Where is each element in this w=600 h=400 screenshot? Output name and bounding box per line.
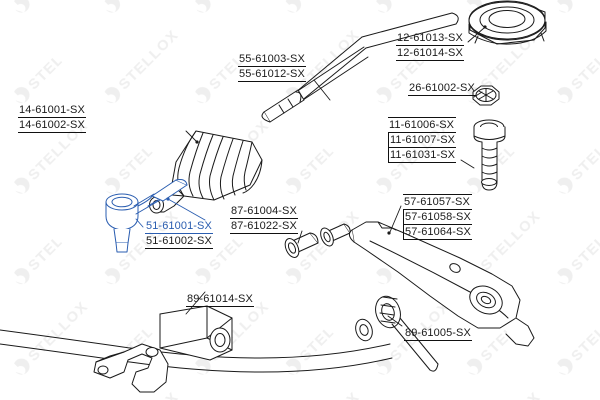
part-number-text: 51-61002-SX xyxy=(145,235,213,249)
part-number-text: 55-61003-SX xyxy=(238,53,306,67)
part-number-text: 14-61001-SX xyxy=(18,104,86,118)
part-number-text: 57-61058-SX xyxy=(403,210,472,225)
part-number-text: 57-61064-SX xyxy=(403,225,472,240)
part-label-89-61005-sx[interactable]: 89-61005-SX xyxy=(404,326,472,341)
part-label-11-61006-sx[interactable]: 11-61006-SX 11-61007-SX 11-61031-SX xyxy=(388,117,457,163)
part-number-text: 89-61014-SX xyxy=(186,293,254,307)
part-label-51-61001-sx-selected[interactable]: 51-61001-SX 51-61002-SX xyxy=(145,219,213,249)
part-label-12-61013-sx[interactable]: 12-61013-SX 12-61014-SX xyxy=(396,31,464,61)
part-number-text: 26-61002-SX xyxy=(408,82,476,96)
part-number-text: 12-61013-SX xyxy=(396,32,464,46)
part-number-text: 11-61006-SX xyxy=(388,119,457,133)
part-label-57-61057-sx[interactable]: 57-61057-SX 57-61058-SX 57-61064-SX xyxy=(403,194,472,240)
part-label-89-61014-sx[interactable]: 89-61014-SX xyxy=(186,292,254,307)
part-number-text: 55-61012-SX xyxy=(238,68,306,82)
part-number-text: 89-61005-SX xyxy=(404,327,472,341)
part-label-26-61002-sx[interactable]: 26-61002-SX xyxy=(408,81,476,96)
part-number-text-highlighted[interactable]: 51-61001-SX xyxy=(145,220,213,234)
part-label-55-61003-sx[interactable]: 55-61003-SX 55-61012-SX xyxy=(238,52,306,82)
part-label-87-61004-sx[interactable]: 87-61004-SX 87-61022-SX xyxy=(230,204,298,234)
part-number-text: 12-61014-SX xyxy=(396,47,464,61)
part-number-text: 57-61057-SX xyxy=(403,196,472,210)
part-number-text: 87-61022-SX xyxy=(230,220,298,234)
part-number-text: 14-61002-SX xyxy=(18,119,86,133)
part-number-text: 11-61031-SX xyxy=(388,148,457,163)
part-number-text: 87-61004-SX xyxy=(230,205,298,219)
part-number-text: 11-61007-SX xyxy=(388,133,457,148)
part-label-14-61001-sx[interactable]: 14-61001-SX 14-61002-SX xyxy=(18,103,86,133)
